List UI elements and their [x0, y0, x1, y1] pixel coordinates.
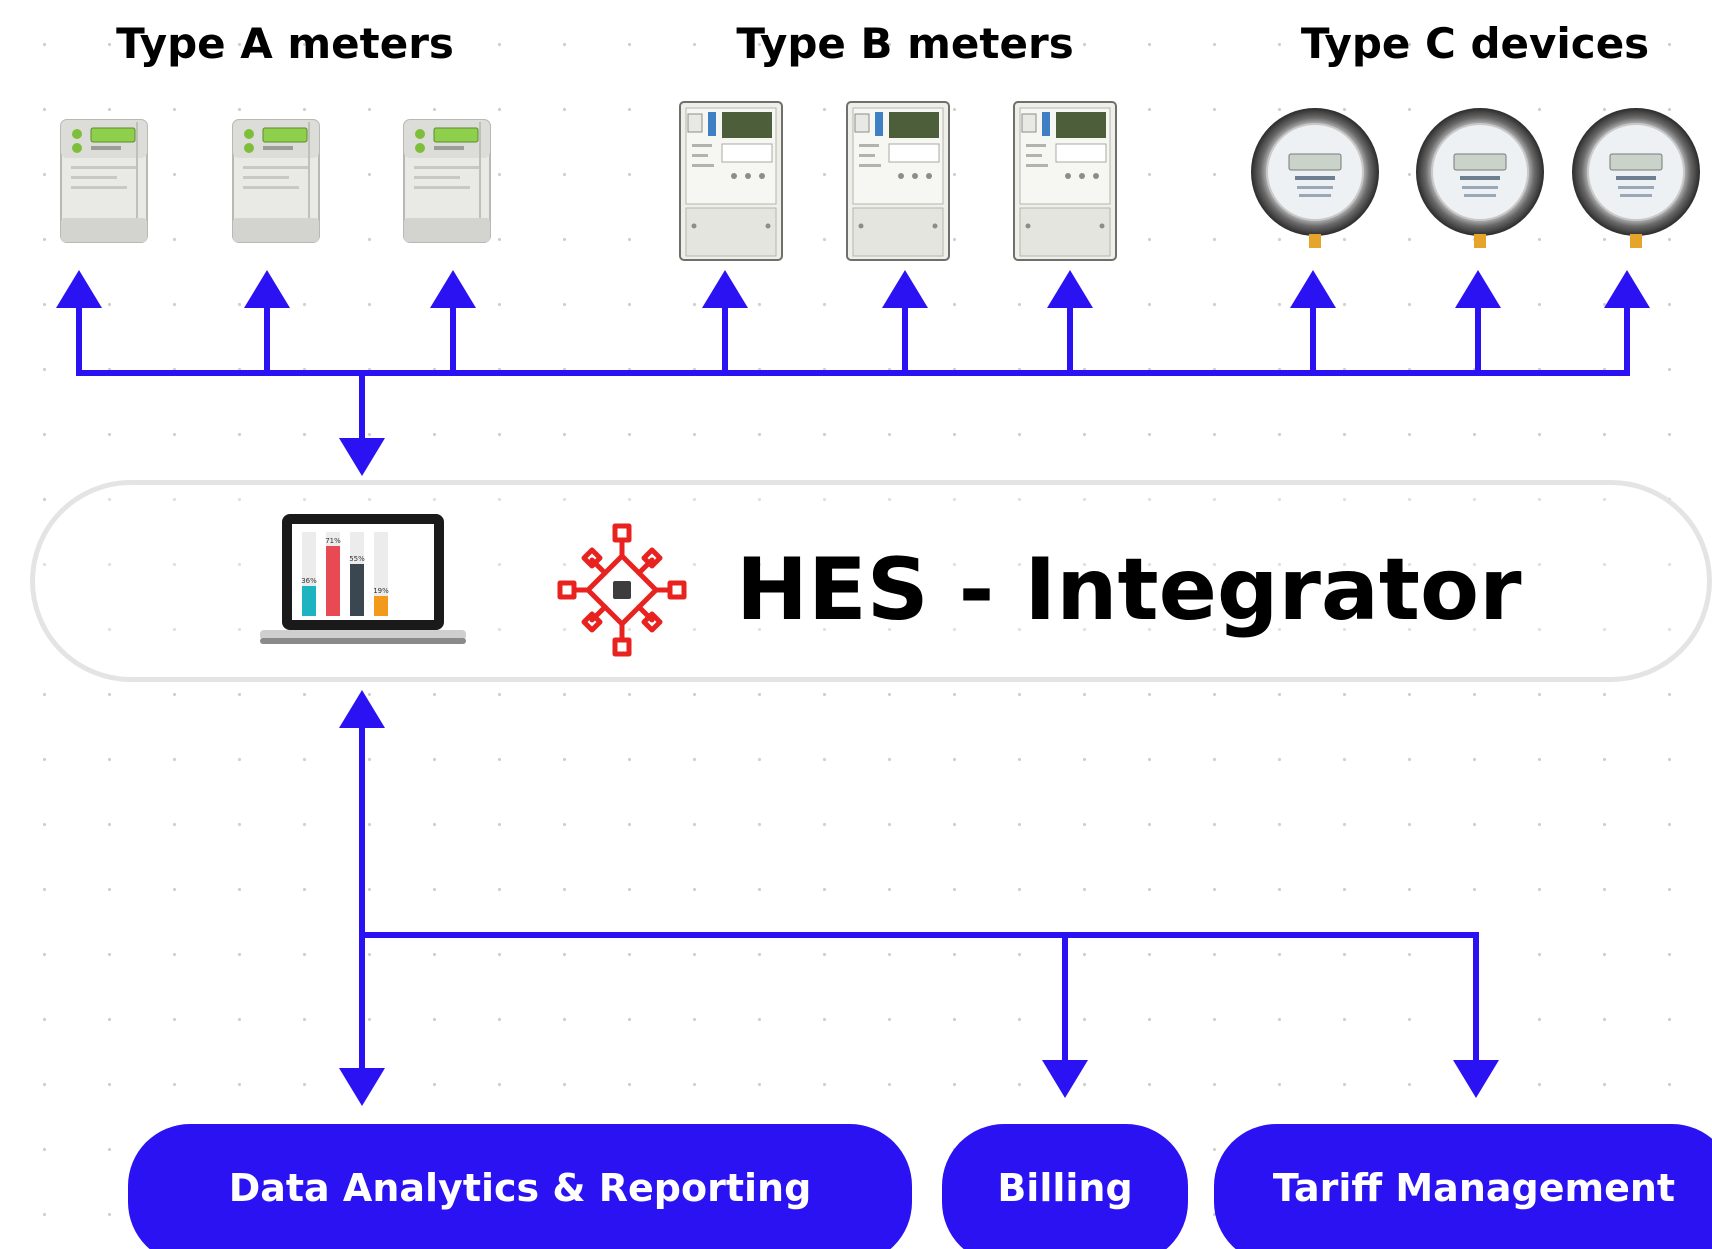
arrow-down-analytics [339, 1068, 385, 1106]
arrow-up-b1 [702, 270, 748, 308]
arrow-up-b3 [1047, 270, 1093, 308]
type-c-device-3-icon [1572, 108, 1700, 248]
type-c-title: Type C devices [1300, 19, 1650, 68]
type-a-meter-3-icon [403, 119, 491, 243]
type-c-device-2-icon [1416, 108, 1544, 248]
chip-network-icon [557, 523, 687, 657]
arrow-up-b2 [882, 270, 928, 308]
type-a-meter-1-icon [60, 119, 148, 243]
type-b-meter-3-icon [1013, 101, 1117, 261]
arrow-up-c1 [1290, 270, 1336, 308]
dashboard-bar-label-1: 36% [301, 577, 317, 585]
arrow-up-a2 [244, 270, 290, 308]
type-c-device-1-icon [1251, 108, 1379, 248]
dashboard-bar-label-2: 71% [325, 537, 341, 545]
arrow-up-integrator [339, 690, 385, 728]
type-a-meter-2-icon [232, 119, 320, 243]
type-b-meter-1-icon [679, 101, 783, 261]
arrow-down-integrator [339, 438, 385, 476]
arrow-down-tariff [1453, 1060, 1499, 1098]
arrow-down-billing [1042, 1060, 1088, 1098]
arrow-up-a3 [430, 270, 476, 308]
integrator-title: HES - Integrator [736, 540, 1522, 640]
dashboard-bar-label-3: 55% [349, 555, 365, 563]
type-b-title: Type B meters [736, 19, 1074, 68]
dashboard-bar-label-4: 19% [373, 587, 389, 595]
arrow-up-c2 [1455, 270, 1501, 308]
data-analytics-reporting-button[interactable]: Data Analytics & Reporting [128, 1124, 912, 1249]
type-b-meter-2-icon [846, 101, 950, 261]
type-a-title: Type A meters [116, 19, 454, 68]
arrow-up-c3 [1604, 270, 1650, 308]
laptop-dashboard-icon: 36% 71% 55% 19% [260, 514, 466, 644]
tariff-management-button[interactable]: Tariff Management [1214, 1124, 1712, 1249]
arrow-up-a1 [56, 270, 102, 308]
billing-button[interactable]: Billing [942, 1124, 1188, 1249]
